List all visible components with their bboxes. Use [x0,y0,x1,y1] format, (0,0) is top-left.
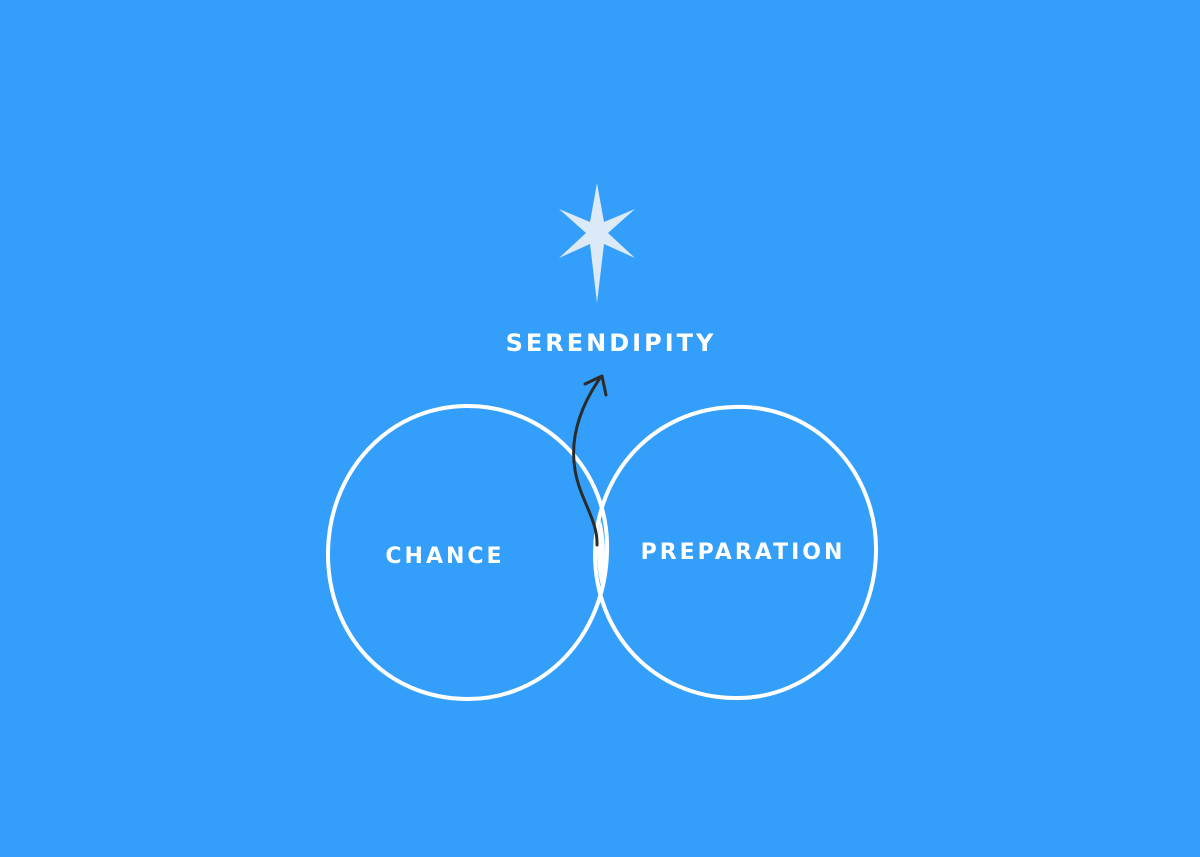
chance-circle [325,403,610,702]
preparation-label: PREPARATION [641,540,846,565]
serendipity-label: SERENDIPITY [506,329,717,357]
star-icon [559,183,635,303]
preparation-circle [592,404,879,701]
chance-label: CHANCE [385,544,504,569]
arrow-icon [572,374,608,547]
